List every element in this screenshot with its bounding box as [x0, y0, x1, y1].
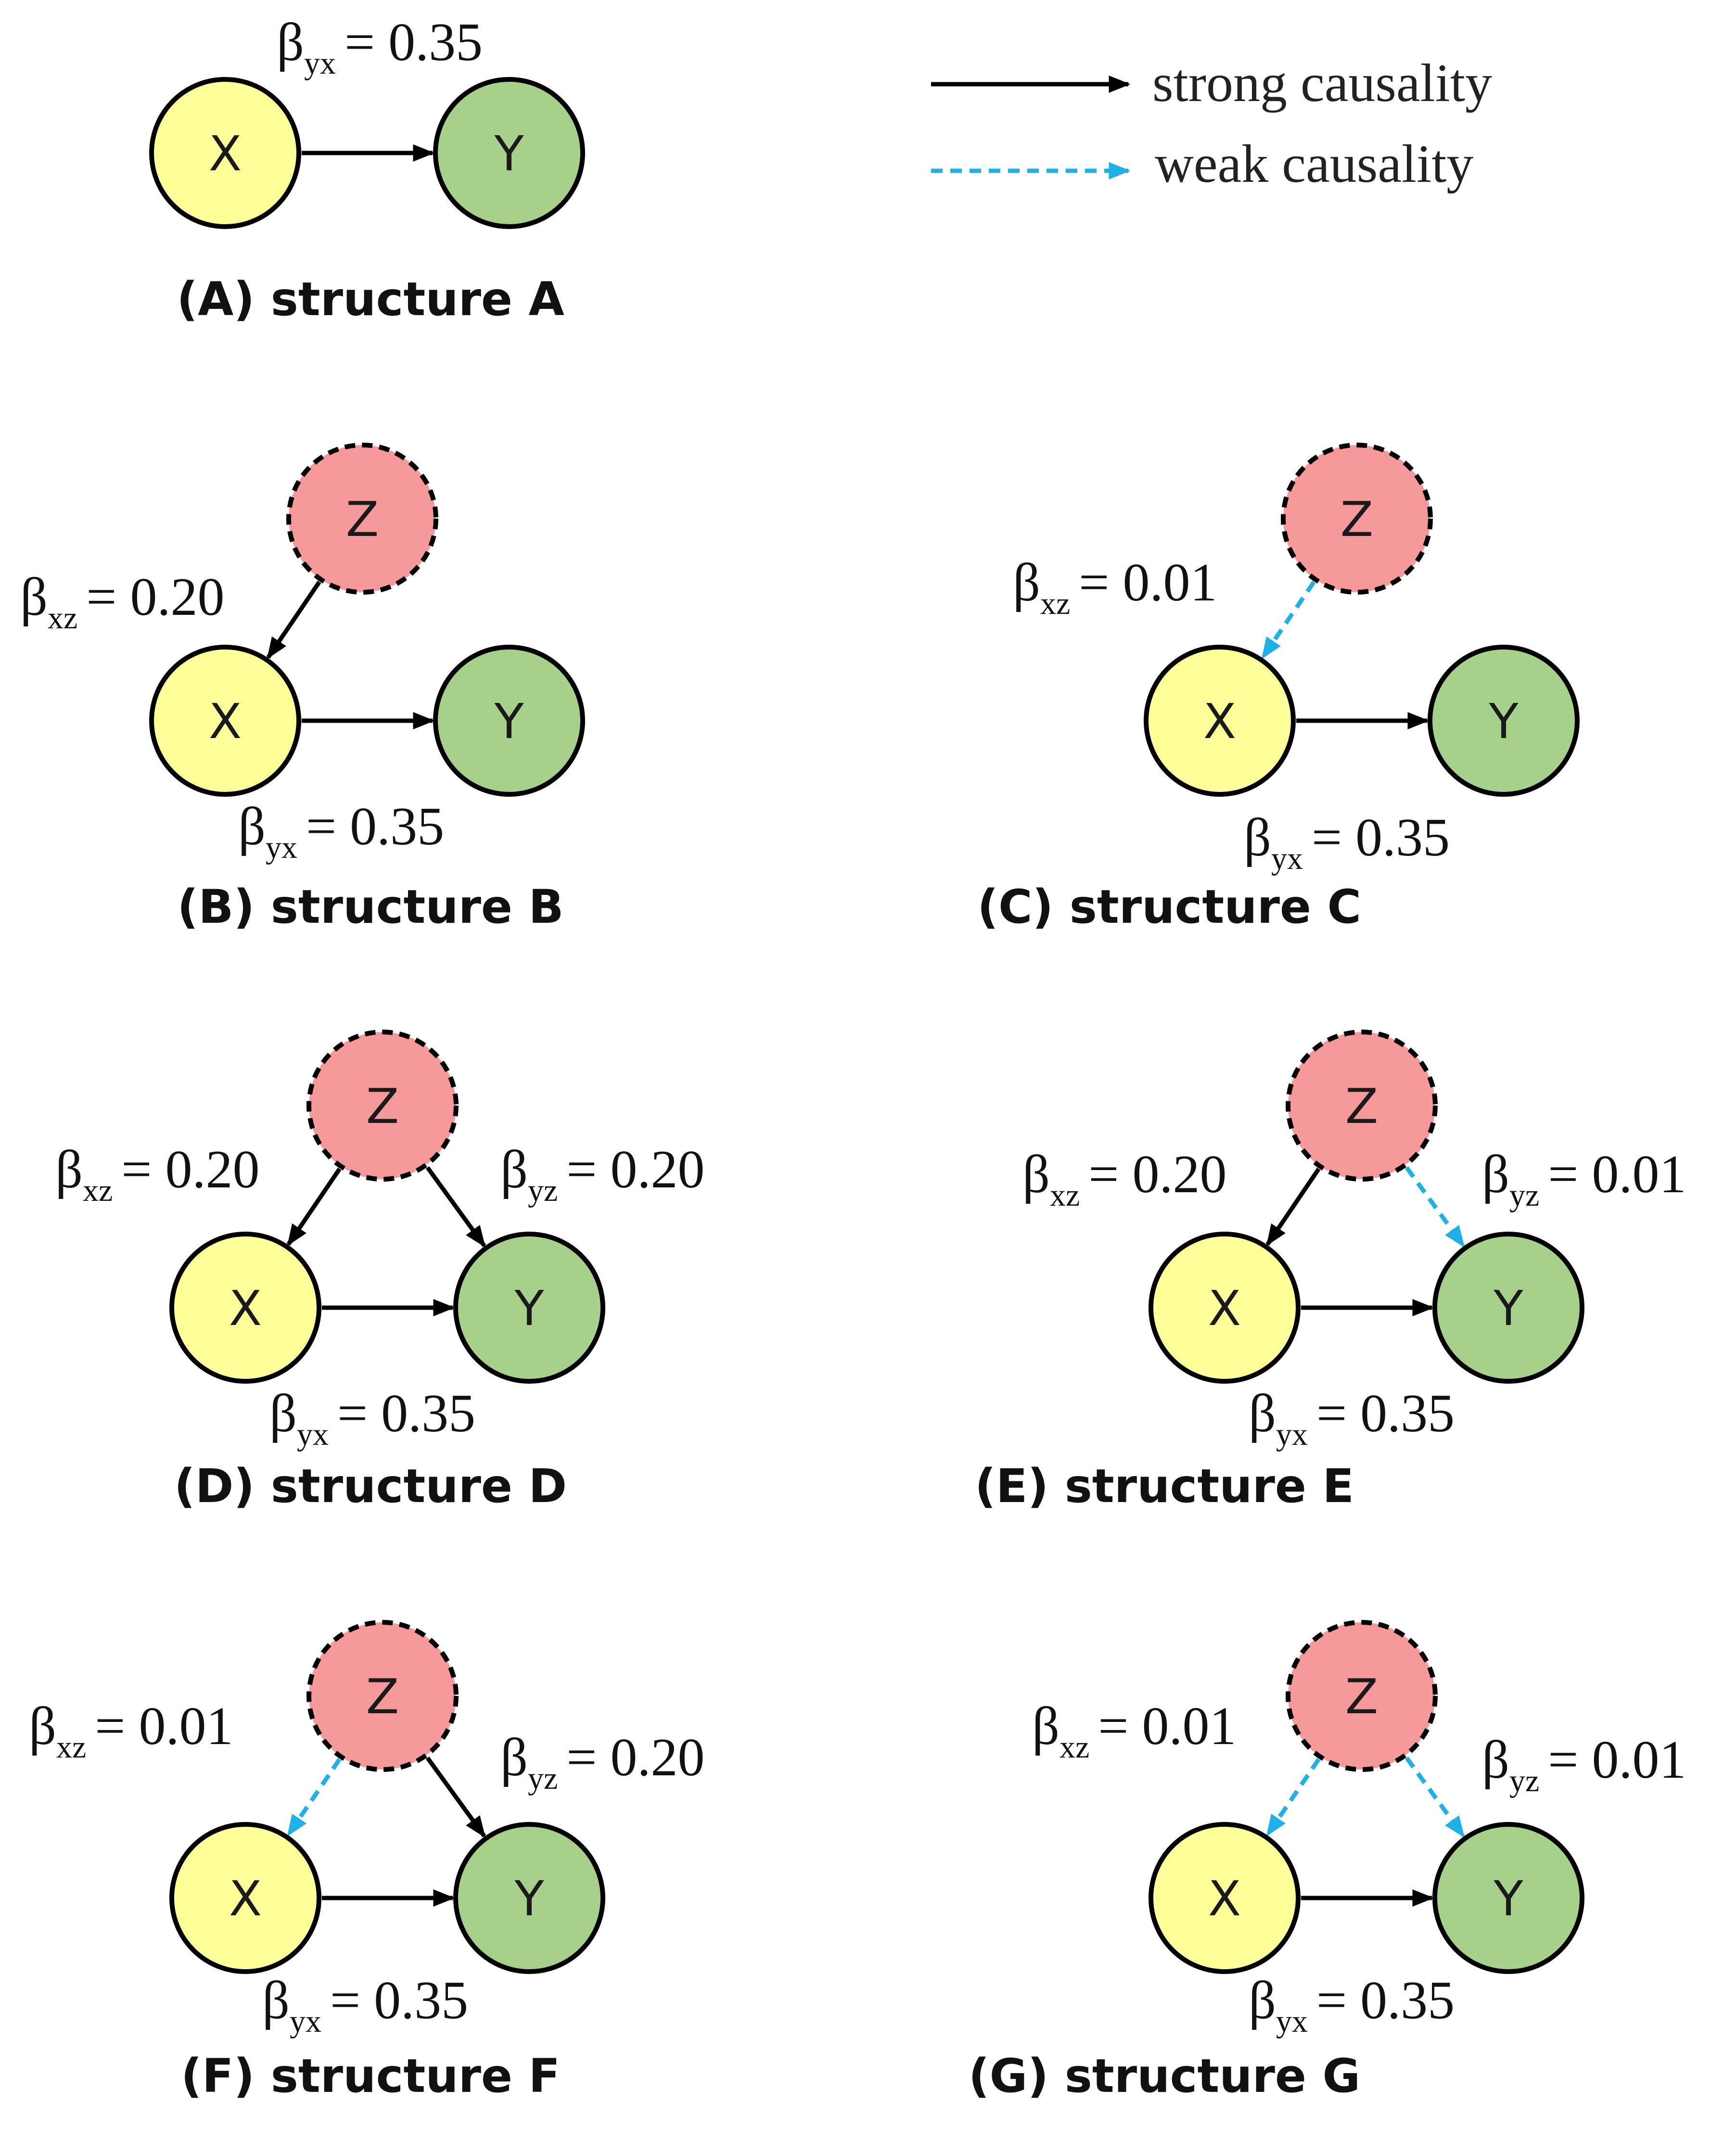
coef-beta-yz: βyz= 0.01 [1482, 1145, 1686, 1213]
coef-beta-xz: βxz= 0.20 [1022, 1145, 1226, 1213]
coef-beta-xz: βxz= 0.20 [20, 567, 224, 636]
legend-weak-label: weak causality [1155, 134, 1473, 194]
node-x-circle [1149, 1822, 1301, 1974]
coef-beta-yx: βyx= 0.35 [269, 1384, 475, 1452]
node-x-circle [149, 77, 301, 229]
node-x-label: X [229, 1280, 262, 1337]
coef-beta-yx: βyx= 0.35 [262, 1971, 468, 2039]
node-z-circle [286, 443, 438, 595]
arrow-z-to-y [425, 1757, 486, 1838]
coef-beta-xz: βxz= 0.20 [55, 1140, 259, 1208]
arrow-z-to-y [425, 1166, 486, 1248]
node-z-label: Z [1345, 1078, 1379, 1134]
caption: (C) structure C [977, 880, 1361, 934]
node-y-label: Y [1493, 1280, 1523, 1337]
node-x-circle [169, 1822, 321, 1974]
arrow-z-to-y [1404, 1166, 1466, 1248]
arrow-z-to-x [286, 1758, 342, 1837]
coef-beta-yx: βyx= 0.35 [1249, 1971, 1455, 2039]
node-z-circle [306, 1030, 459, 1182]
node-x-label: X [229, 1871, 262, 1927]
node-y-label: Y [1488, 693, 1519, 750]
arrow-z-to-x [266, 581, 321, 660]
node-x-circle [169, 1232, 321, 1384]
node-y-label: Y [494, 693, 524, 750]
caption: (G) structure G [969, 2049, 1361, 2103]
node-y-label: Y [494, 126, 524, 182]
node-y-circle [433, 645, 585, 797]
coef-beta-yx: βyx= 0.35 [1244, 808, 1450, 876]
coef-beta-xz: βxz= 0.01 [1013, 553, 1217, 621]
node-z-label: Z [366, 1669, 399, 1725]
coef-beta-xz: βxz= 0.01 [29, 1696, 233, 1765]
node-z-label: Z [1345, 1669, 1379, 1725]
arrow-z-to-x [1265, 1168, 1321, 1247]
node-y-circle [1432, 1822, 1584, 1974]
coef-beta-yz: βyz= 0.20 [500, 1140, 704, 1208]
node-x-label: X [209, 693, 242, 750]
node-y-label: Y [514, 1871, 544, 1927]
node-x-label: X [209, 126, 242, 182]
node-y-circle [453, 1232, 605, 1384]
node-x-label: X [1208, 1871, 1241, 1927]
legend: strong causality weak causality [931, 53, 1492, 194]
coef-beta-yz: βyz= 0.20 [500, 1728, 704, 1796]
node-z-label: Z [1340, 491, 1374, 548]
arrow-z-to-y [1404, 1757, 1466, 1838]
arrow-z-to-x [1261, 581, 1316, 660]
node-x-label: X [1208, 1280, 1241, 1337]
node-x-label: X [1203, 693, 1237, 750]
node-y-circle [1428, 645, 1580, 797]
caption: (A) structure A [177, 272, 564, 326]
node-y-circle [1432, 1232, 1584, 1384]
node-z-circle [1281, 443, 1433, 595]
caption: (E) structure E [975, 1459, 1354, 1513]
coef-beta-yx: βyx= 0.35 [277, 13, 483, 81]
node-z-circle [306, 1620, 459, 1772]
node-x-circle [149, 645, 301, 797]
caption: (F) structure F [181, 2049, 560, 2103]
node-y-label: Y [1493, 1871, 1523, 1927]
coef-beta-yx: βyx= 0.35 [1249, 1384, 1455, 1452]
coef-beta-yx: βyx= 0.35 [238, 797, 444, 865]
coef-beta-yz: βyz= 0.01 [1482, 1730, 1686, 1798]
node-y-circle [453, 1822, 605, 1974]
node-z-circle [1286, 1030, 1438, 1182]
node-x-circle [1144, 645, 1296, 797]
arrow-z-to-x [1265, 1758, 1321, 1837]
legend-strong-label: strong causality [1152, 53, 1492, 113]
node-z-label: Z [366, 1078, 399, 1134]
arrow-z-to-x [286, 1168, 342, 1247]
node-y-label: Y [514, 1280, 544, 1337]
caption: (B) structure B [177, 880, 563, 934]
node-y-circle [433, 77, 585, 229]
coef-beta-xz: βxz= 0.01 [1032, 1696, 1236, 1765]
caption: (D) structure D [174, 1459, 567, 1513]
node-z-label: Z [346, 491, 379, 548]
node-x-circle [1149, 1232, 1301, 1384]
node-z-circle [1286, 1620, 1438, 1772]
